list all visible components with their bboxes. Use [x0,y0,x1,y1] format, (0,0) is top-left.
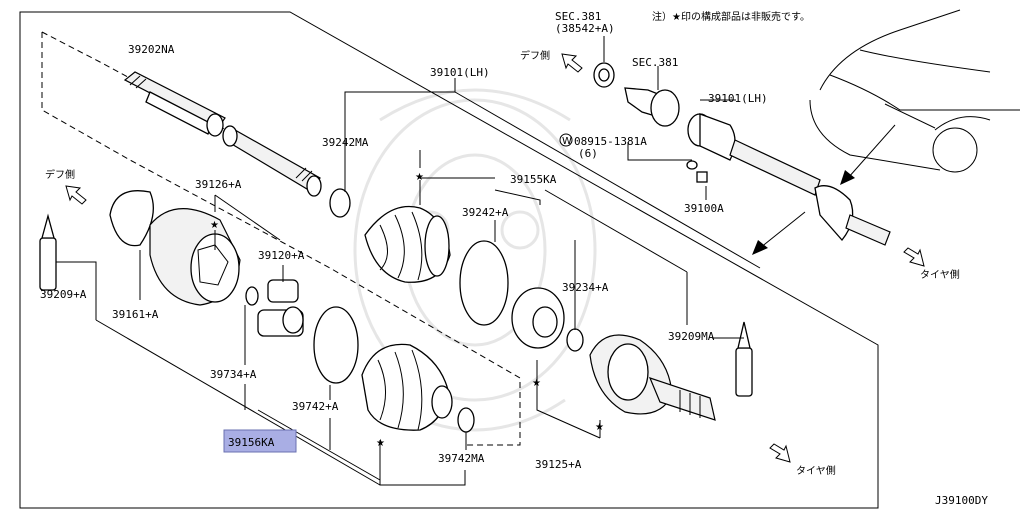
part-39156KA-highlight[interactable] [223,429,297,453]
leader-lines [56,36,761,486]
boot-inner [361,343,453,431]
bolt-code-group[interactable]: W 08915-1381A (6) [559,133,647,160]
part-39101LH-small[interactable]: 39101(LH) [708,92,768,105]
star-2: ★ [210,220,219,231]
part-39155KA[interactable]: 39155KA [510,173,557,186]
part-39125A[interactable]: 39125+A [535,458,582,471]
part-39242MA[interactable]: 39242MA [322,136,369,149]
label-tire-side-bottom: タイヤ側 [796,464,836,477]
part-39126A[interactable]: 39126+A [195,178,242,191]
snap-ring-39734 [245,286,259,306]
boot-outer [364,205,451,283]
bolt-qty: (6) [578,147,598,160]
diagram-id: J39100DY [935,494,988,507]
outline-arrow-tire-right [903,247,925,267]
arrow-shaft-to-main [752,211,806,255]
part-39242A[interactable]: 39242+A [462,206,509,219]
bolt-prefix: W [562,136,572,147]
label-diff-side-top: デフ側 [520,49,550,62]
part-39156KA[interactable]: 39156KA [228,436,275,449]
part-39742A[interactable]: 39742+A [292,400,339,413]
part-39234A[interactable]: 39234+A [562,281,609,294]
star-5: ★ [595,422,604,433]
flange-sec381 [624,87,680,127]
part-39100A[interactable]: 39100A [684,202,724,215]
part-39202NA[interactable]: 39202NA [128,43,175,56]
car-outline [809,9,1020,173]
arrow-car-to-shaft [840,124,896,185]
part-39209MA[interactable]: 39209MA [668,330,715,343]
housing [149,208,241,306]
bolt-code: 08915-1381A [574,135,647,148]
plate-39161 [109,190,154,247]
label-diff-side-left: デフ側 [45,168,75,181]
spider-39120 [257,279,304,337]
star-1: ★ [415,172,424,183]
part-39161A[interactable]: 39161+A [112,308,159,321]
band-39742MA [457,407,475,433]
outline-arrow-tire-bottom [769,443,791,463]
band-39742 [313,306,359,384]
label-tire-side-right: タイヤ側 [920,268,960,281]
star-4: ★ [532,378,541,389]
part-39742MA[interactable]: 39742MA [438,452,485,465]
ring-39234 [566,328,584,352]
outline-arrow-diff-top [561,53,583,73]
seal-sec381 [593,62,615,88]
assembly-frame [19,11,879,509]
grease-tube-left [39,213,57,291]
driveshaft-lh-small [686,113,891,246]
outer-joint-39125 [589,334,716,421]
part-39101LH[interactable]: 39101(LH) [430,66,490,79]
sec381-top[interactable]: SEC.381 [555,10,601,23]
part-39734A[interactable]: 39734+A [210,368,257,381]
shaft-39202NA [123,71,322,197]
shaft-dashed-frame [41,32,521,446]
inner-race [511,287,565,349]
sec381-top-sub: (38542+A) [555,22,615,35]
band-39242MA [329,188,351,218]
outline-arrow-diff-left [65,185,87,205]
sec381-mid[interactable]: SEC.381 [632,56,678,69]
star-3: ★ [376,438,385,449]
note-text: 注）★印の構成部品は非販売です。 [652,10,810,23]
part-39120A[interactable]: 39120+A [258,249,305,262]
part-39209A[interactable]: 39209+A [40,288,87,301]
grease-tube-right [735,321,753,397]
shaft-dashed-frame-top [41,31,301,171]
band-39242 [459,240,509,326]
